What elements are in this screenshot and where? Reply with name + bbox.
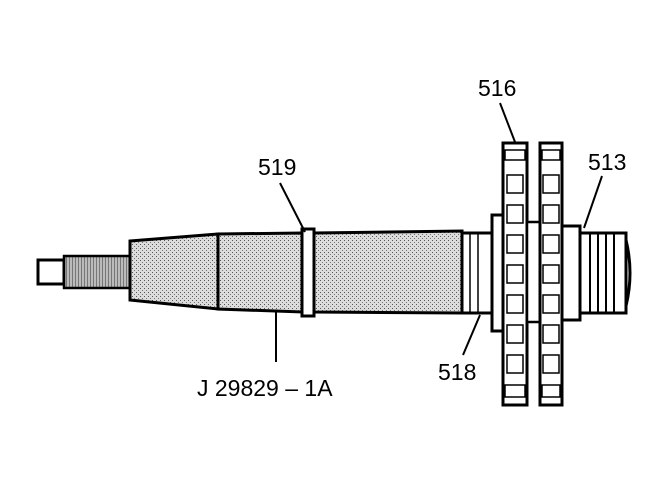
label-519: 519: [258, 154, 296, 180]
label-513: 513: [588, 149, 626, 175]
tool-body: [128, 229, 464, 315]
leader-516: [499, 102, 516, 143]
leader-513: [583, 175, 603, 229]
snap-ring-519: [300, 227, 316, 318]
gear-516-left: [501, 141, 529, 407]
leader-518: [462, 314, 481, 356]
shaft-pilot-end: [36, 254, 132, 290]
label-518: 518: [438, 359, 476, 385]
leader-519: [279, 182, 306, 233]
label-516: 516: [478, 75, 516, 101]
leader-lines: [275, 102, 603, 362]
gear-516-right: [538, 141, 564, 407]
collar-518: [460, 213, 506, 333]
hub-513: [560, 224, 632, 322]
label-tool: J 29829 – 1A: [197, 375, 333, 401]
